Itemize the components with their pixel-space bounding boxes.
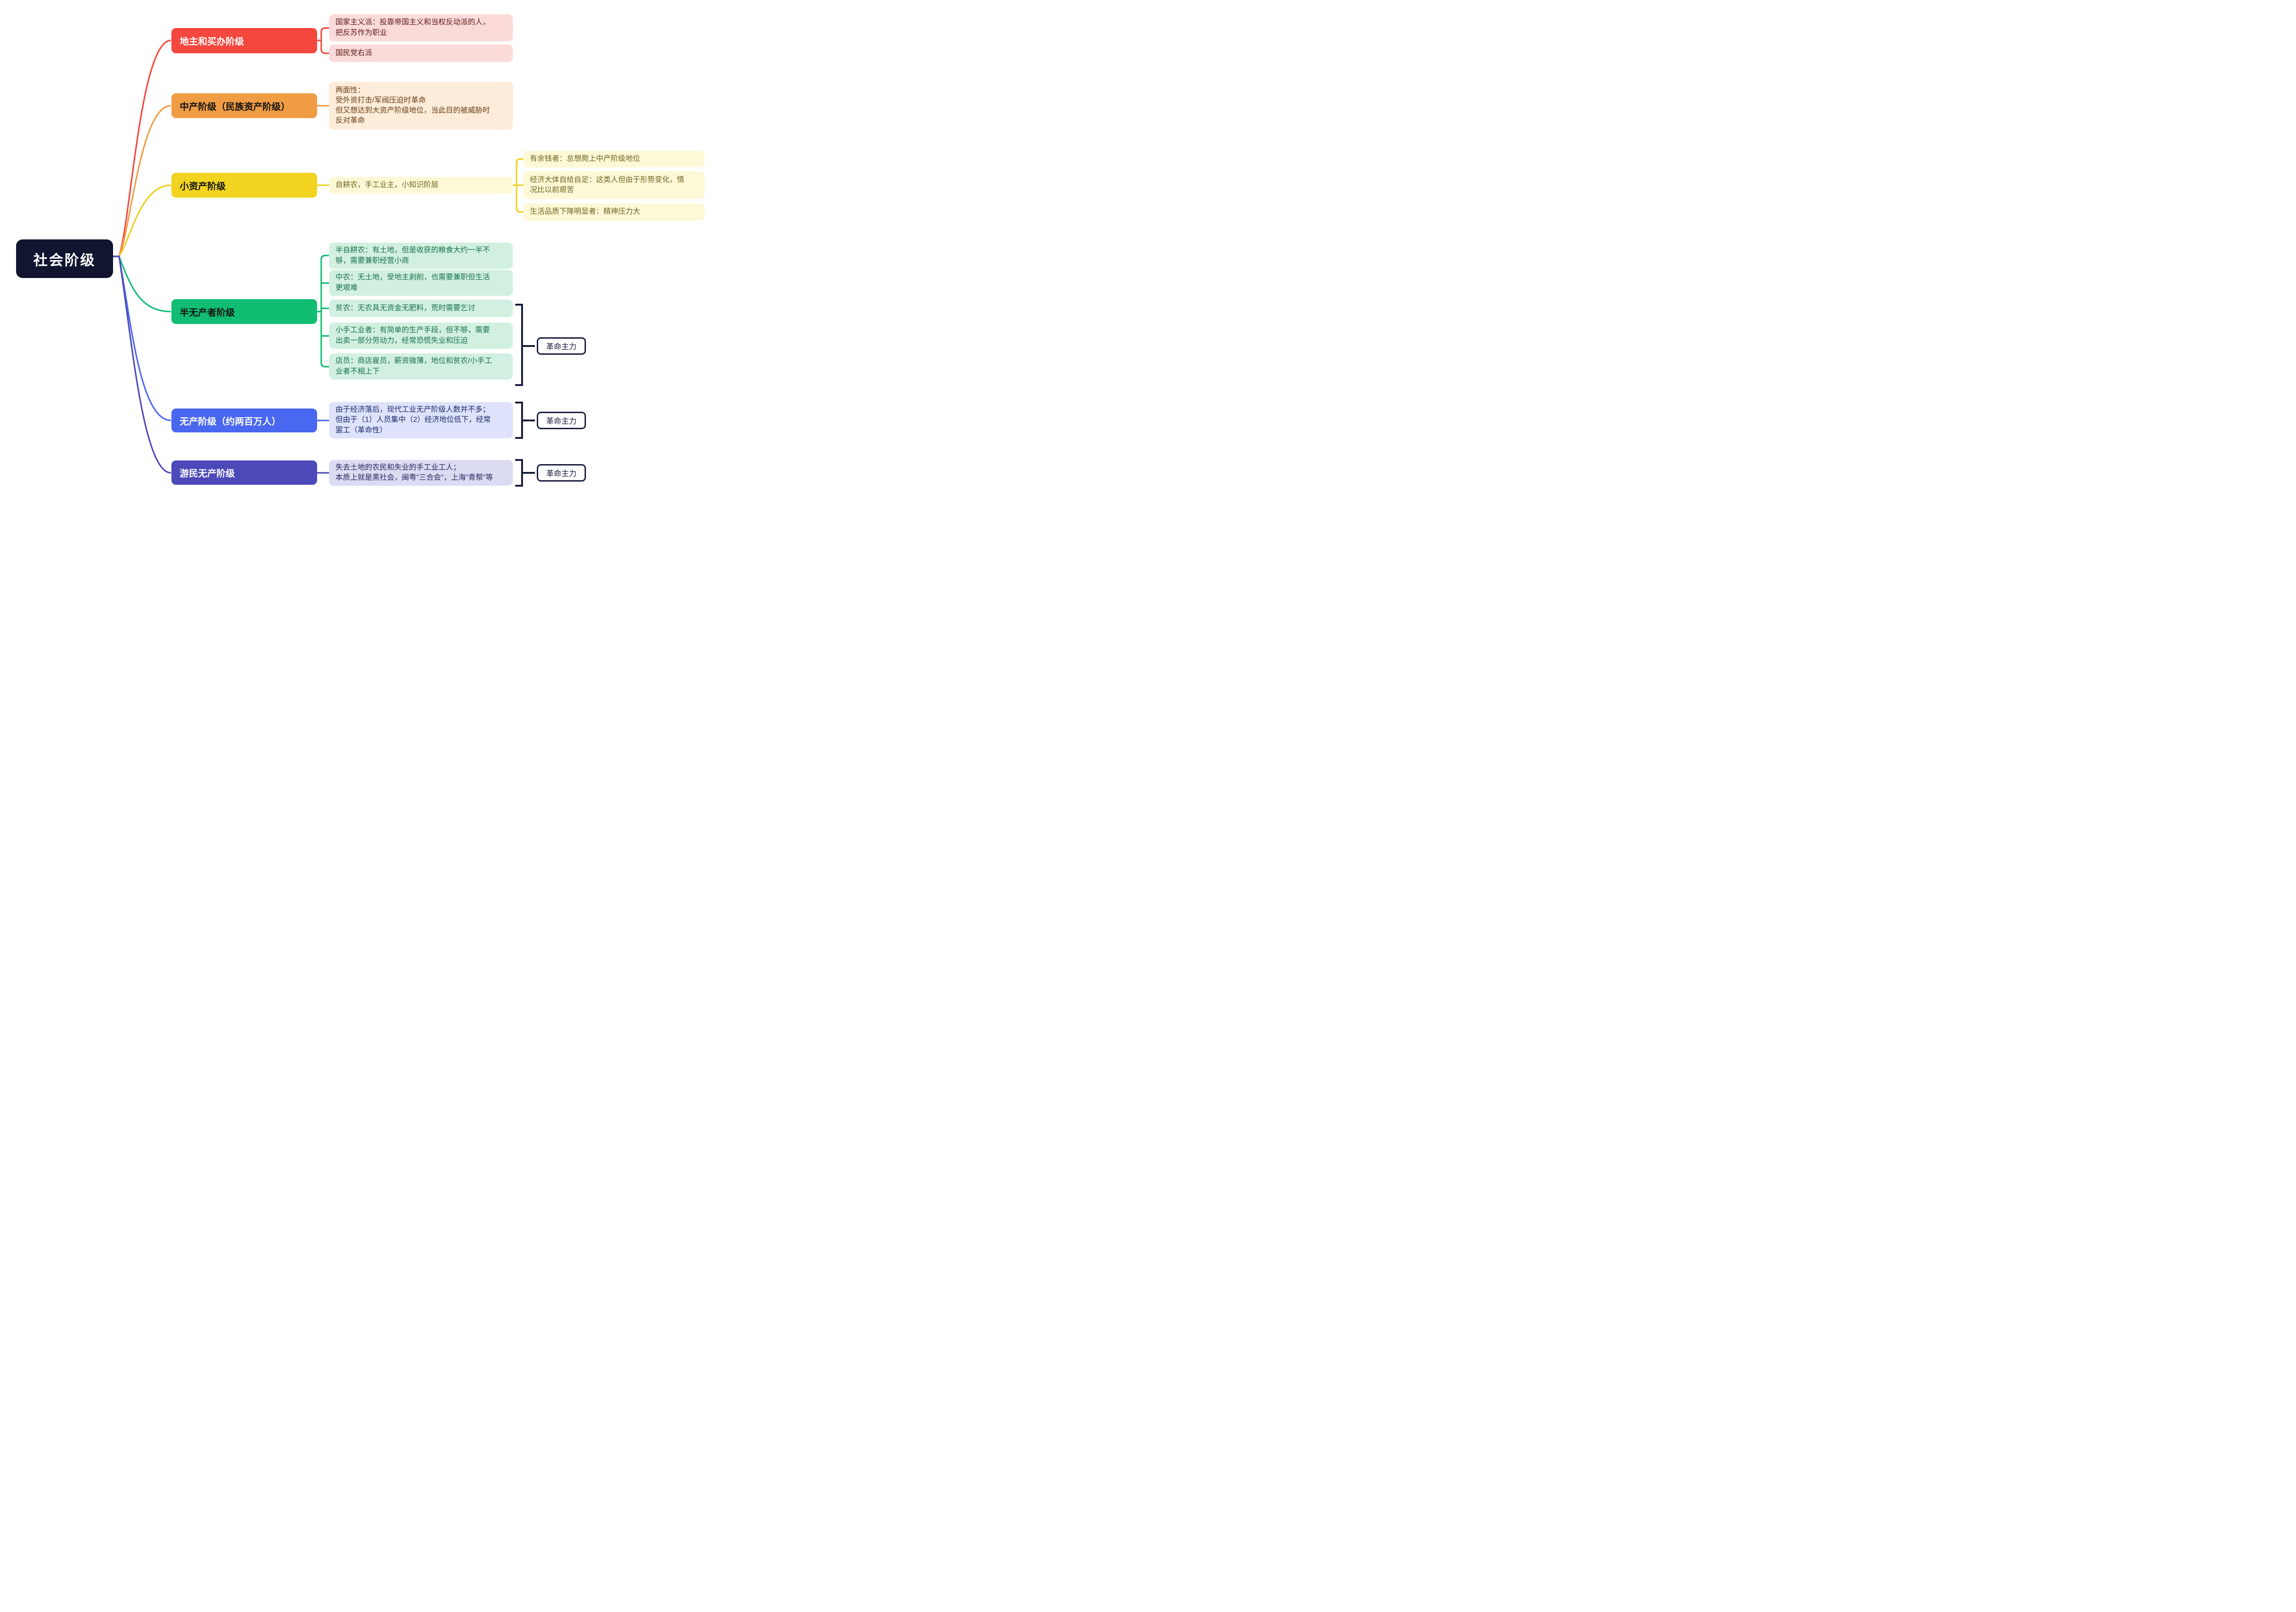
grandchild-surplus-money-note[interactable]: 有余钱者：总想爬上中产阶级地位 <box>523 151 705 167</box>
grandchild-declining-quality-note[interactable]: 生活品质下降明显者：精神压力大 <box>523 204 705 221</box>
mindmap-canvas: 社会阶级 地主和买办阶级 中产阶级（民族资产阶级） 小资产阶级 半无产者阶级 无… <box>0 0 712 500</box>
grandchild-self-sufficient-note[interactable]: 经济大体自给自足：这类人但由于形势变化，情 况比以前艰苦 <box>523 171 705 199</box>
child-kmt-right-wing-note[interactable]: 国民党右派 <box>329 45 513 62</box>
child-lumpen-proletariat-note[interactable]: 失去土地的农民和失业的手工业工人； 本质上就是黑社会，闽粤"三合会"，上海"青帮… <box>329 460 513 486</box>
child-middle-peasants-note[interactable]: 中农：无土地，受地主剥削，也需要兼职但生活 更艰难 <box>329 270 513 296</box>
branch-label-proletariat-class[interactable]: 无产阶级（约两百万人） <box>171 409 317 432</box>
child-petty-bourgeoisie-composition-note[interactable]: 自耕农，手工业主，小知识阶层 <box>329 177 513 194</box>
root-node-social-classes[interactable]: 社会阶级 <box>16 239 113 278</box>
branch-label-landlord-comprador-class[interactable]: 地主和买办阶级 <box>171 28 317 53</box>
child-shop-assistants-note[interactable]: 店员：商店雇员，薪资微薄，地位和贫农/小手工 业者不相上下 <box>329 353 513 380</box>
branch-label-petty-bourgeoisie-class[interactable]: 小资产阶级 <box>171 173 317 198</box>
annotation-revolutionary-main-force-proletariat[interactable]: 革命主力 <box>537 412 586 429</box>
connector-lines <box>113 27 535 487</box>
child-industrial-proletariat-note[interactable]: 由于经济落后，现代工业无产阶级人数并不多； 但由于（1）人员集中（2）经济地位低… <box>329 402 513 438</box>
child-semi-owner-peasants-note[interactable]: 半自耕农：有土地，但是收获的粮食大约一半不 够，需要兼职经营小商 <box>329 243 513 269</box>
annotation-revolutionary-main-force-lumpen[interactable]: 革命主力 <box>537 464 586 482</box>
child-small-handicraftsmen-note[interactable]: 小手工业者：有简单的生产手段，但不够，需要 出卖一部分劳动力，经常恐慌失业和压迫 <box>329 323 513 349</box>
annotation-revolutionary-main-force-semi-proletariat[interactable]: 革命主力 <box>537 337 586 355</box>
branch-label-middle-bourgeoisie-class[interactable]: 中产阶级（民族资产阶级） <box>171 93 317 118</box>
branch-label-lumpen-proletariat-class[interactable]: 游民无产阶级 <box>171 460 317 485</box>
branch-label-semi-proletariat-class[interactable]: 半无产者阶级 <box>171 299 317 324</box>
child-nationalist-faction-note[interactable]: 国家主义派：投靠帝国主义和当权反动派的人， 把反苏作为职业 <box>329 14 513 41</box>
child-dual-nature-note[interactable]: 两面性： 受外资打击/军阀压迫时革命 但又想达到大资产阶级地位，当此目的被威胁时… <box>329 82 513 130</box>
child-poor-peasants-note[interactable]: 贫农：无农具无资金无肥料，荒时需要乞讨 <box>329 300 513 317</box>
